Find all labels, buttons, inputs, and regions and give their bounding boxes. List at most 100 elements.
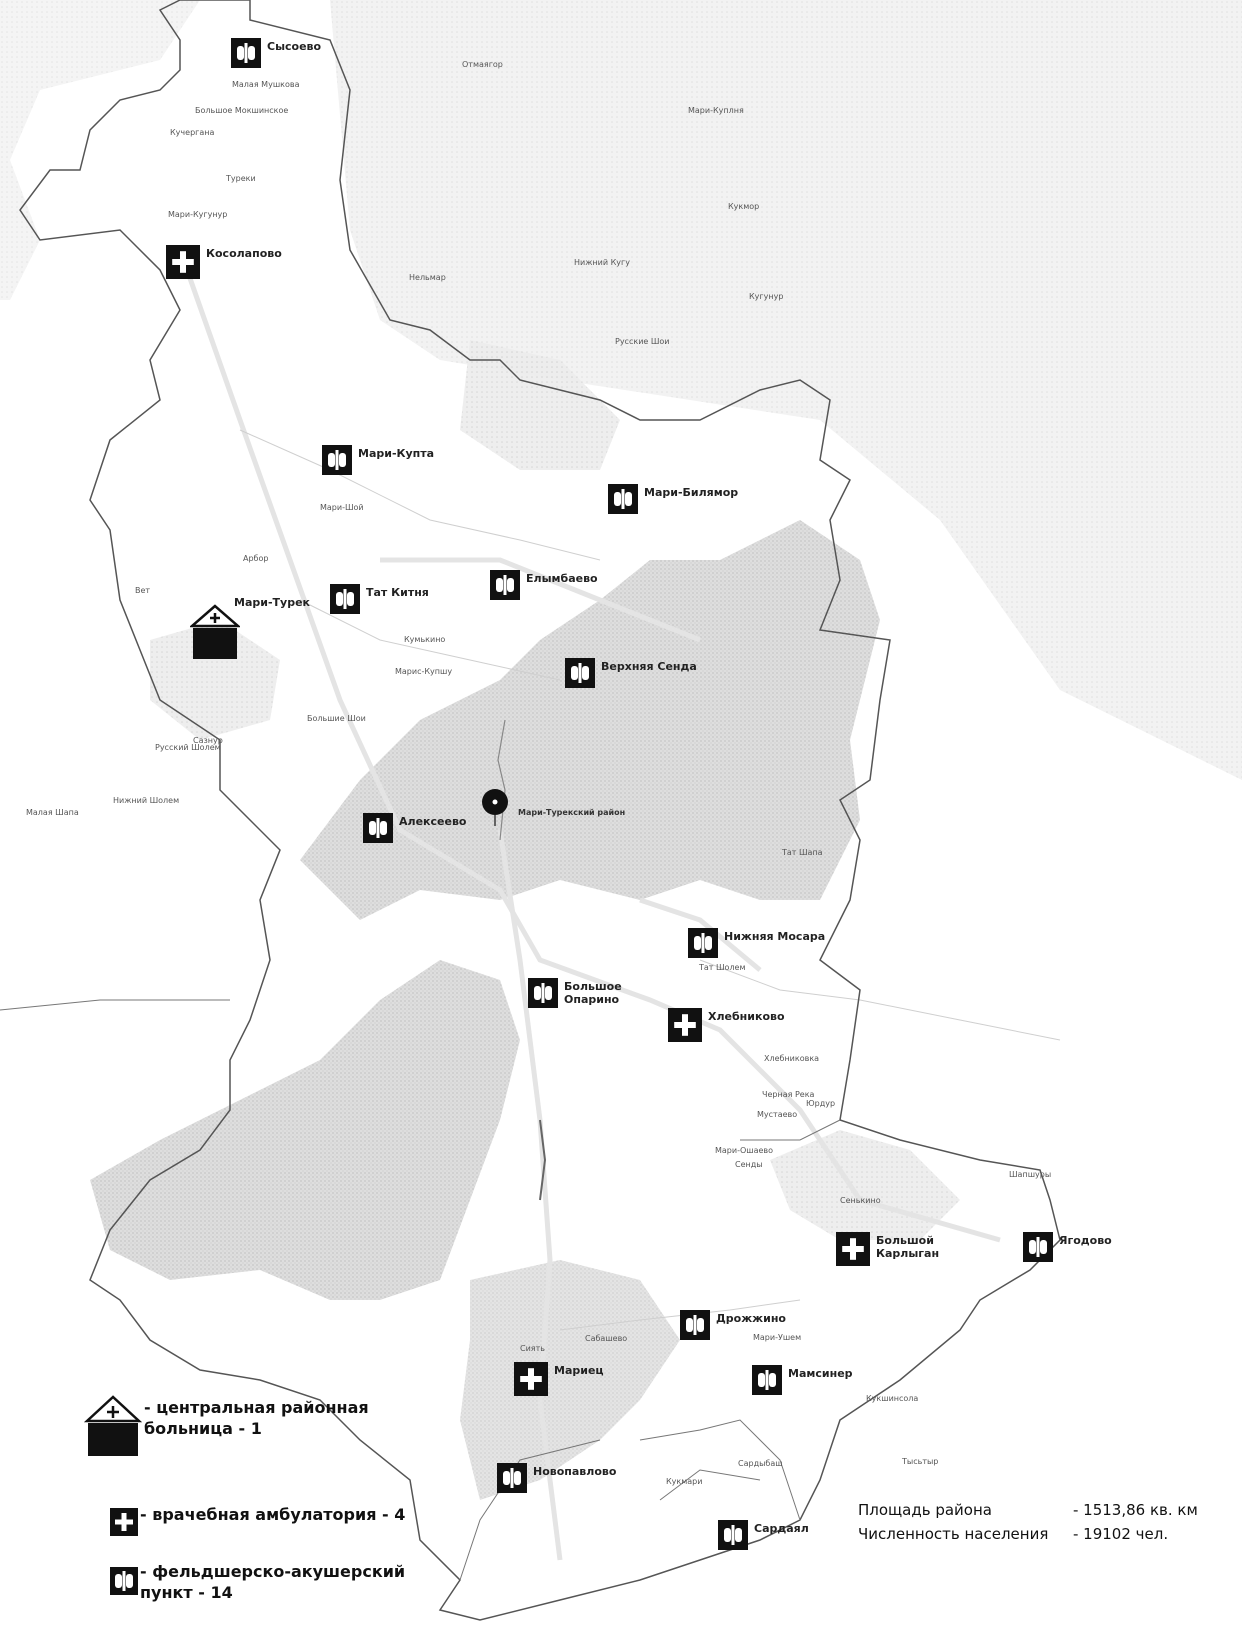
fap-label: Сардаял [754,1522,809,1535]
stat-population: Численность населения - 19102 чел. [858,1522,1198,1546]
fap-label: Мари-Купта [358,447,435,460]
fap-label: Тат Китня [366,586,429,599]
fap-marker[interactable]: Большое Опарино [528,978,622,1008]
place-label: Тат Шолем [699,963,746,972]
place-label: Кукмари [666,1477,703,1486]
place-label: Сардыбаш [738,1459,783,1468]
place-label: Марис-Купшу [395,667,453,676]
cross-icon [110,1508,138,1536]
fap-marker[interactable]: Алексеево [363,813,466,843]
fap-marker[interactable]: Нижняя Мосара [688,928,825,958]
cross-icon [166,245,200,279]
fap-icon [565,658,595,688]
place-label: Отмаягор [462,60,503,69]
stat-area-value: - 1513,86 кв. км [1073,1501,1198,1519]
district-stats: Площадь района - 1513,86 кв. км Численно… [858,1498,1198,1546]
place-label: Большое Мокшинское [195,106,289,115]
forest-east [770,1130,960,1240]
fap-label: Нижняя Мосара [724,930,826,943]
cross-icon [514,1362,548,1396]
fap-label: Новопавлово [533,1465,617,1478]
fap-label: Большое Опарино [564,980,622,1006]
forest-central [300,520,880,920]
outer-terrain [330,0,1242,780]
place-label: Кукмор [728,202,760,211]
place-label: Сенды [735,1160,763,1169]
place-label: Кугунур [749,292,784,301]
ambulatory-marker[interactable]: Мариец [514,1362,604,1396]
fap-icon [608,484,638,514]
ambulatory-marker[interactable]: Косолапово [166,245,282,279]
fap-marker[interactable]: Тат Китня [330,584,429,614]
fap-icon [363,813,393,843]
place-label: Большие Шои [307,714,366,723]
place-label: Мари-Ошаево [715,1146,774,1155]
place-label: Малая Мушкова [232,80,300,89]
place-label: Черная Река [762,1090,815,1099]
place-label: Русский Шолем [155,743,221,752]
place-label: Мари-Шой [320,503,364,512]
place-label: Мари-Ушем [753,1333,802,1342]
place-label: Вет [135,586,151,595]
fap-label: Верхняя Сенда [601,660,697,673]
fap-marker[interactable]: Мамсинер [752,1365,853,1395]
river-south [539,1119,547,1201]
place-label: Нельмар [409,273,446,282]
crb-label: Мари-Турек [234,596,310,609]
fap-icon [330,584,360,614]
roads [177,249,1001,1561]
fap-icon [322,445,352,475]
outer-terrain-left [0,0,200,300]
fap-icon [718,1520,748,1550]
fap-label: Ягодово [1059,1234,1112,1247]
fap-marker[interactable]: Дрожжино [680,1310,786,1340]
cross-icon [668,1008,702,1042]
forest-west [150,620,280,740]
ambulatory-label: Хлебниково [708,1010,785,1023]
crb-marker[interactable]: Мари-Турек [190,596,310,660]
place-label: Кукшинсола [866,1394,919,1403]
place-label: Сиять [520,1344,545,1353]
legend-fap-text: - фельдшерско-акушерский пункт - 14 [140,1562,406,1602]
crb-icon [83,1395,143,1457]
place-label: Сазнур [193,736,223,745]
district-center-label: Мари-Турекский район [518,808,626,817]
district-boundary [19,0,1061,1621]
fap-icon [528,978,558,1008]
fap-icon [231,38,261,68]
district-center-marker[interactable] [480,788,510,828]
ambulatory-marker[interactable]: Большой Карлыган [836,1232,939,1266]
place-label: Кумькино [404,635,446,644]
place-label: Шапшуры [1009,1170,1052,1179]
fap-marker[interactable]: Новопавлово [497,1463,616,1493]
fap-icon [490,570,520,600]
hospital-icon [190,604,240,660]
place-label: Тат Шапа [782,848,823,857]
place-label: Тысьтыр [902,1457,939,1466]
stat-population-label: Численность населения [858,1525,1049,1543]
place-label: Мари-Куплня [688,106,744,115]
fap-marker[interactable]: Верхняя Сенда [565,658,697,688]
legend-crb: - центральная районная больница - 1 [83,1395,369,1457]
fap-icon [497,1463,527,1493]
fap-marker[interactable]: Мари-Купта [322,445,434,475]
place-label: Сабашево [585,1334,628,1343]
fap-icon [110,1567,138,1595]
fap-marker[interactable]: Сардаял [718,1520,809,1550]
ambulatory-marker[interactable]: Хлебниково [668,1008,785,1042]
ambulatory-label: Косолапово [206,247,282,260]
ambulatory-label: Мариец [554,1364,604,1377]
fap-marker[interactable]: Мари-Билямор [608,484,738,514]
fap-marker[interactable]: Сысоево [231,38,321,68]
forest-south [460,1260,680,1500]
fap-marker[interactable]: Елымбаево [490,570,598,600]
place-label: Нижний Кугу [574,258,630,267]
place-label: Малая Шапа [26,808,79,817]
fap-marker[interactable]: Ягодово [1023,1232,1112,1262]
place-label: Нижний Шолем [113,796,180,805]
legend-fap: - фельдшерско-акушерский пункт - 14 [110,1562,405,1603]
ambulatory-label: Большой Карлыган [876,1234,940,1260]
fap-label: Мари-Билямор [644,486,739,499]
